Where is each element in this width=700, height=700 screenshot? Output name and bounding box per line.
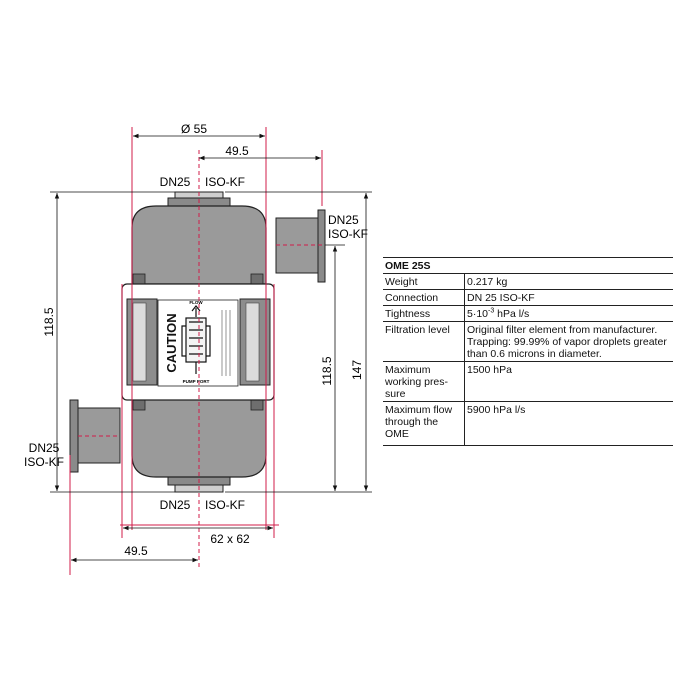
top-port-dn: DN25 <box>160 175 191 189</box>
spec-row-connection: Connection DN 25 ISO-KF <box>383 289 673 306</box>
spec-value: Original filter element from manufacture… <box>464 321 673 362</box>
bottom-port-dn: DN25 <box>160 498 191 512</box>
spec-key: Tightness <box>383 305 465 322</box>
spec-row-weight: Weight 0.217 kg <box>383 273 673 290</box>
total-height-label: 147 <box>350 360 364 380</box>
height-left-label: 118.5 <box>42 307 56 336</box>
footprint-label: 62 x 62 <box>210 532 250 546</box>
diameter-label: Ø 55 <box>181 122 207 136</box>
offset-top-label: 49.5 <box>225 144 249 158</box>
spec-value: DN 25 ISO-KF <box>464 289 673 306</box>
spec-value: 5·10-3 hPa l/s <box>464 305 673 322</box>
extension-lines <box>50 191 372 493</box>
spec-key: Maximum flow through the OME <box>383 401 465 446</box>
tightness-exponent: -3 <box>488 307 495 315</box>
spec-title: OME 25S <box>383 257 673 274</box>
right-port <box>275 209 326 283</box>
tightness-base: 5·10 <box>467 308 489 320</box>
spec-row-tightness: Tightness 5·10-3 hPa l/s <box>383 305 673 322</box>
right-port-iso: ISO-KF <box>328 227 368 241</box>
spec-header-row: OME 25S <box>383 257 673 274</box>
spec-key: Connection <box>383 289 465 306</box>
tightness-unit: hPa l/s <box>494 308 530 320</box>
spec-value: 0.217 kg <box>464 273 673 290</box>
filter-icon <box>181 305 211 374</box>
bolts <box>132 273 264 411</box>
fine-print <box>221 310 231 376</box>
spec-value: 1500 hPa <box>464 361 673 402</box>
caution-text: CAUTION <box>164 313 179 372</box>
flow-text: FLOW <box>189 300 203 305</box>
pump-port-text: PUMP PORT <box>183 379 210 384</box>
offset-bottom-label: 49.5 <box>124 544 148 558</box>
spec-table: OME 25S Weight 0.217 kg Connection DN 25… <box>383 257 673 446</box>
caution-label: CAUTION FLOW PUMP PORT <box>157 299 239 387</box>
spec-key: Maximum working pres-sure <box>383 361 465 402</box>
bottom-port-iso: ISO-KF <box>205 498 245 512</box>
spec-value: 5900 hPa l/s <box>464 401 673 446</box>
dimension-arrows <box>54 133 369 563</box>
left-port-iso: ISO-KF <box>24 455 64 469</box>
spec-row-filtration: Filtration level Original filter element… <box>383 321 673 362</box>
spec-key: Weight <box>383 273 465 290</box>
spec-key: Filtration level <box>383 321 465 362</box>
height-right-label: 118.5 <box>320 356 334 385</box>
left-port-dn: DN25 <box>29 441 60 455</box>
right-port-dn: DN25 <box>328 213 359 227</box>
spec-row-flow: Maximum flow through the OME 5900 hPa l/… <box>383 401 673 446</box>
spec-row-pressure: Maximum working pres-sure 1500 hPa <box>383 361 673 402</box>
reference-lines <box>69 127 323 575</box>
top-port-iso: ISO-KF <box>205 175 245 189</box>
